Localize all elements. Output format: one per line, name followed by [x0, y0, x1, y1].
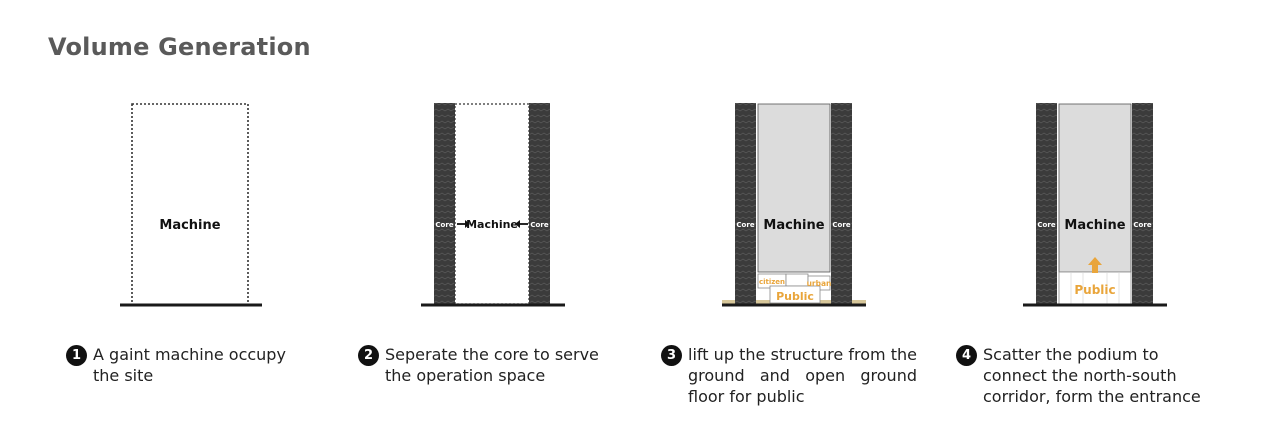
podium-box-public: [769, 285, 821, 304]
podium-label-public: Public: [776, 290, 814, 303]
step-4-diagram: Core Core Machine Public: [975, 90, 1215, 315]
core-label-right: Core: [1133, 221, 1151, 229]
step-1-caption: 1 A gaint machine occupy the site: [66, 344, 288, 386]
machine-block: [1058, 103, 1132, 273]
machine-outline: [454, 103, 530, 305]
podium-label-urban: urban: [807, 279, 832, 288]
podium-box-top: [785, 273, 809, 287]
step-1-diagram: Machine: [70, 90, 310, 315]
machine-block: [757, 103, 831, 273]
podium-label-public: Public: [1074, 283, 1115, 297]
arrow-right-icon: [457, 220, 470, 228]
core-label-left: Core: [736, 221, 754, 229]
core-label-left: Core: [435, 221, 453, 229]
step-caption-text: Scatter the podium to connect the north-…: [983, 345, 1201, 406]
step-caption-text: Seperate the core to serve the operation…: [385, 345, 599, 385]
core-label-right: Core: [832, 221, 850, 229]
machine-label: Machine: [466, 218, 518, 231]
step-3-caption: 3 lift up the structure from the ground …: [661, 344, 917, 407]
step-number-badge: 4: [956, 345, 977, 366]
podium-columns: [1070, 273, 1120, 304]
page-title: Volume Generation: [48, 33, 311, 61]
step-caption-text: A gaint machine occupy the site: [93, 345, 286, 385]
step-number-badge: 3: [661, 345, 682, 366]
machine-outline: [131, 103, 249, 306]
arrow-up-icon: [1088, 257, 1102, 273]
machine-label: Machine: [763, 218, 824, 233]
step-3-diagram: Core Core Machine citizen urban Public: [674, 90, 914, 315]
machine-label: Machine: [159, 218, 220, 233]
step-2-diagram: Core Core Machine: [373, 90, 613, 315]
core-label-right: Core: [530, 221, 548, 229]
arrow-left-icon: [515, 220, 528, 228]
machine-label: Machine: [1064, 218, 1125, 233]
step-number-badge: 1: [66, 345, 87, 366]
step-caption-text: lift up the structure from the ground an…: [688, 345, 917, 406]
step-number-badge: 2: [358, 345, 379, 366]
podium-label-citizen: citizen: [759, 278, 785, 286]
core-label-left: Core: [1037, 221, 1055, 229]
step-4-caption: 4 Scatter the podium to connect the nort…: [956, 344, 1222, 407]
step-2-caption: 2 Seperate the core to serve the operati…: [358, 344, 620, 386]
